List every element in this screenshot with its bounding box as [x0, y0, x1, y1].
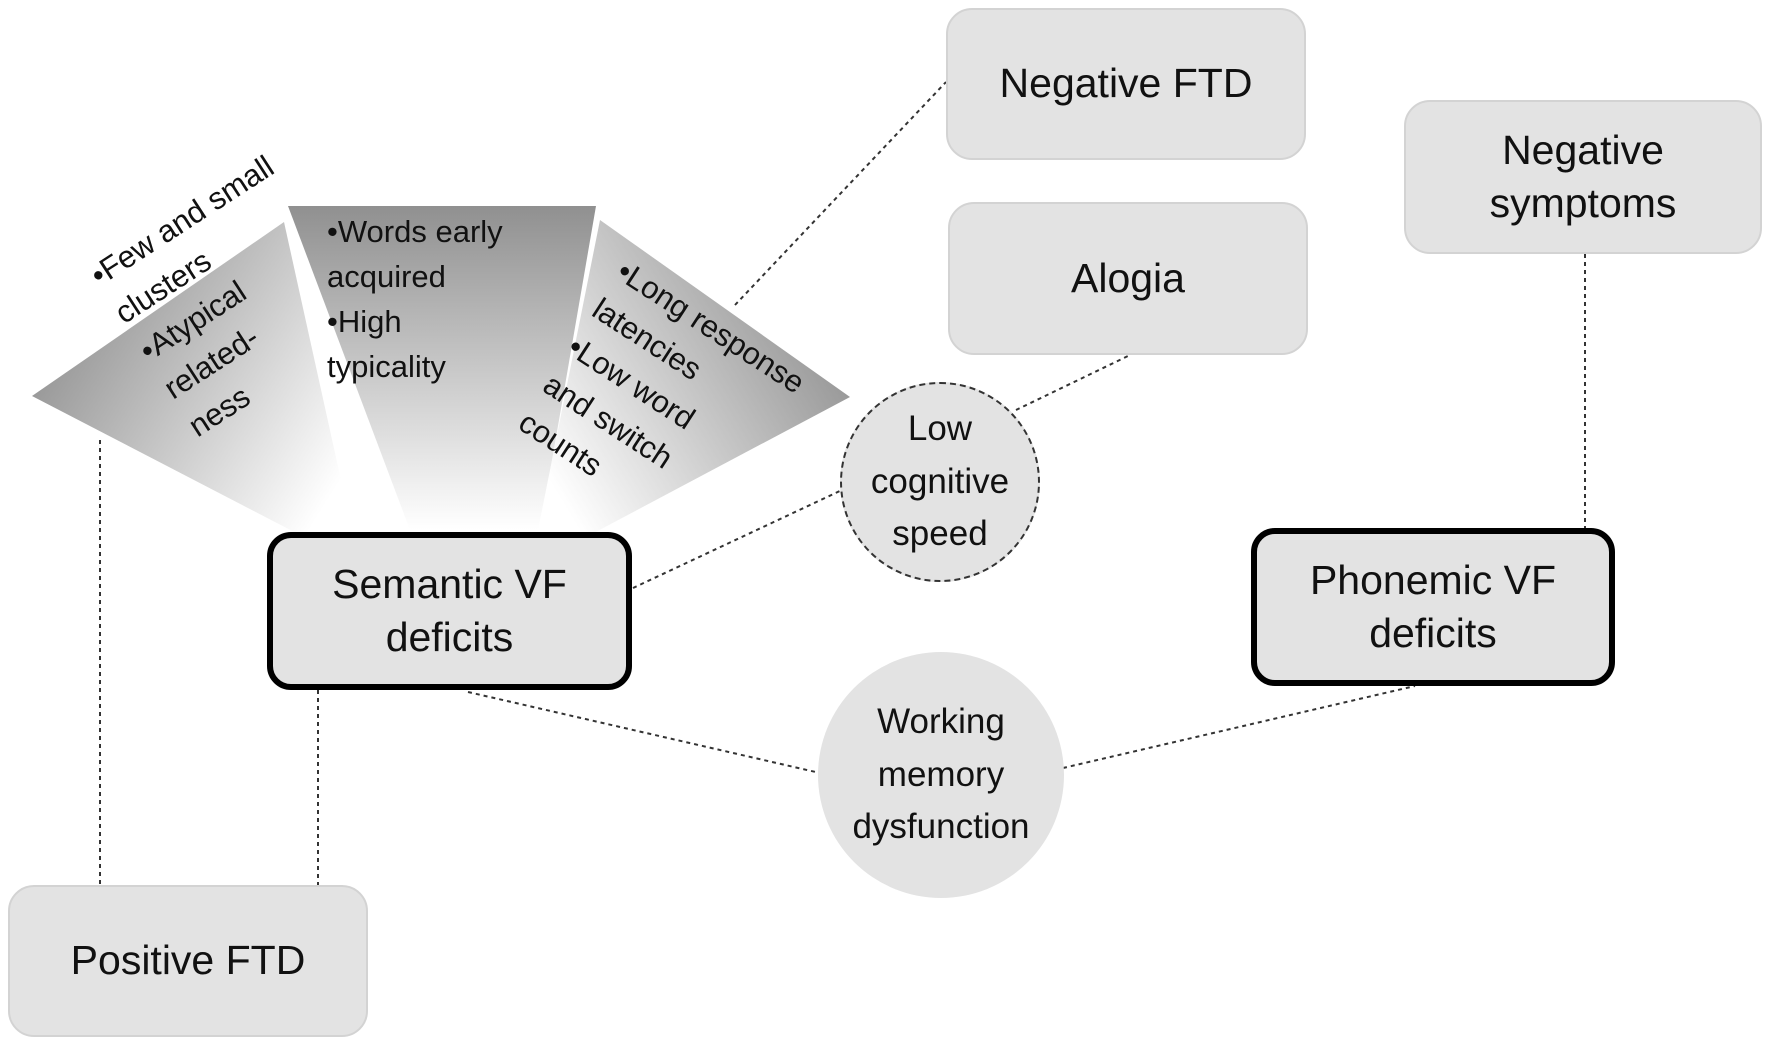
- fan-segment-middle: [288, 206, 596, 530]
- fan-text-middle: •Words early acquired •High typicality: [327, 214, 503, 384]
- working-memory-dysfunction-circle: Working memory dysfunction: [818, 652, 1064, 898]
- negative-ftd-box: Negative FTD: [946, 8, 1306, 160]
- positive-ftd-box: Positive FTD: [8, 885, 368, 1037]
- semantic-vf-deficits-box: Semantic VF deficits: [267, 532, 632, 690]
- connector-negative-ftd: [734, 81, 947, 306]
- fan-segment-right: [538, 220, 850, 535]
- negative-symptoms-box: Negative symptoms: [1404, 100, 1762, 254]
- alogia-box: Alogia: [948, 202, 1308, 355]
- low-cognitive-speed-circle: Low cognitive speed: [840, 382, 1040, 582]
- connector-semantic-speed: [632, 489, 843, 589]
- connector-alogia: [1015, 355, 1129, 411]
- fan-segment-left: [32, 222, 352, 535]
- connector-phonemic-memory: [1062, 685, 1416, 769]
- connector-semantic-memory: [467, 691, 821, 774]
- phonemic-vf-deficits-box: Phonemic VF deficits: [1251, 528, 1615, 686]
